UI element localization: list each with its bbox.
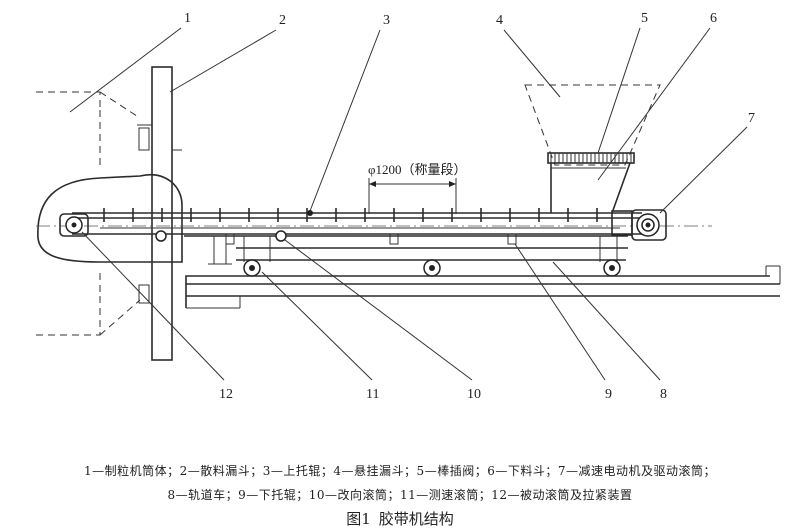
weighing-segment-dimension: φ1200（称量段）	[368, 162, 467, 214]
granulator-drum	[36, 91, 141, 336]
snub-roller	[155, 230, 167, 242]
drive-unit	[611, 209, 667, 241]
bend-pulley	[275, 230, 287, 242]
rail-track	[185, 265, 781, 309]
legend-line-1: 1—制粒机筒体；2—散料漏斗；3—上托辊；4—悬挂漏斗；5—棒插阀；6—下料斗；…	[84, 464, 716, 478]
rail-car-wheel-hub	[609, 265, 615, 271]
figure-title: 胶带机结构	[378, 510, 454, 528]
figure-number: 图1	[346, 510, 371, 528]
callout-4: 4	[496, 13, 503, 28]
callouts: 1 2 3 4 5 6 7 8 9 10 11 12	[184, 11, 755, 402]
tail-pulley	[59, 213, 89, 237]
upper-idlers	[103, 208, 598, 222]
measuring-pulley-hub	[249, 265, 255, 271]
callout-5: 5	[641, 11, 648, 26]
belt	[72, 212, 642, 235]
leader-lines	[69, 27, 748, 381]
callout-9: 9	[605, 387, 612, 402]
callout-8: 8	[660, 387, 667, 402]
weighing-segment-label: φ1200（称量段）	[368, 162, 467, 177]
callout-6: 6	[710, 11, 717, 26]
rail-car-wheels	[243, 259, 621, 277]
callout-7: 7	[748, 111, 755, 126]
upper-idler-marker	[307, 210, 313, 216]
callout-12: 12	[219, 387, 233, 402]
callout-2: 2	[279, 13, 286, 28]
hanging-hopper	[524, 84, 661, 166]
belt-conveyor-diagram: φ1200（称量段）	[36, 11, 781, 402]
callout-3: 3	[383, 13, 390, 28]
tail-housing	[37, 173, 183, 263]
callout-1: 1	[184, 11, 191, 26]
rail-car-wheel-hub	[429, 265, 435, 271]
rod-gate-valve	[547, 152, 635, 164]
legend-line-2: 8—轨道车；9—下托辊；10—改向滚筒；11—测速滚筒；12—被动滚筒及拉紧装置	[167, 488, 633, 502]
callout-11: 11	[366, 387, 379, 402]
discharge-hopper	[550, 162, 631, 214]
callout-10: 10	[467, 387, 481, 402]
figure-caption: 图1 胶带机结构	[0, 508, 800, 529]
